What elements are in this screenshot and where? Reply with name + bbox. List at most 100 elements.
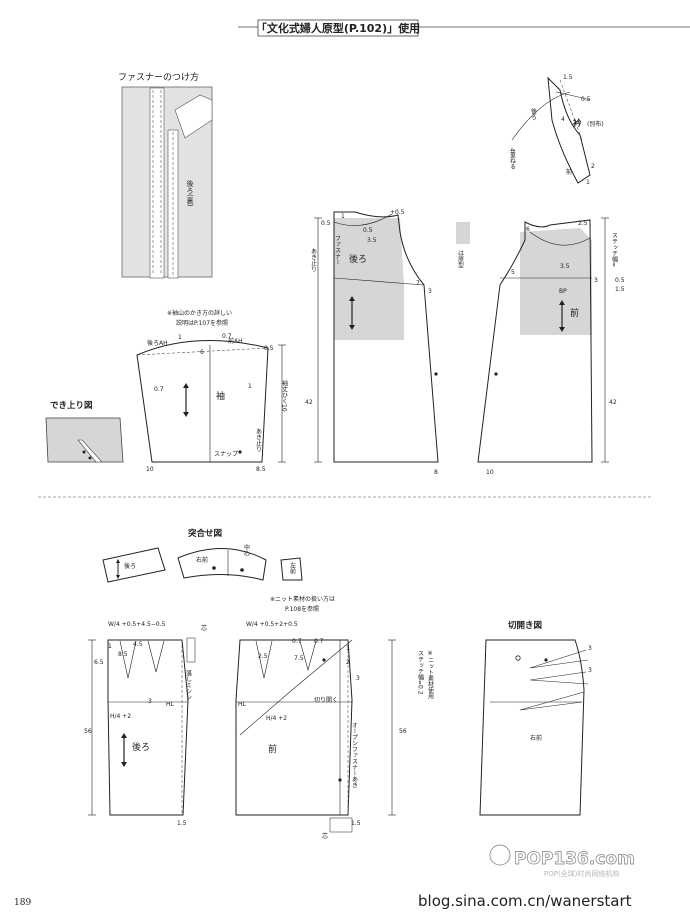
skirt-back-n1: 1 (108, 643, 112, 650)
bodice-back-delta: +0.5 (390, 209, 405, 216)
skirt-front-n1: 1 (346, 645, 350, 652)
bodice-front-n6: 6 (526, 226, 530, 233)
skirt-back-seam: 落しミシン (185, 669, 192, 700)
watermark-brand: POP136.com (514, 849, 635, 869)
bodice-front-bp: BP (559, 288, 567, 295)
bodice-back-n05b: 0.5 (363, 227, 373, 234)
skirt-back-n15: 1.5 (177, 820, 187, 827)
sleeve-pattern: ※袖山のかき方の詳しい 説明はP.107を参照 後ろAH 前AH 1 0.7 0… (136, 309, 288, 473)
sleeve-back-ah: 後ろAH (147, 339, 168, 347)
skirt-front-n56: 56 (399, 728, 407, 735)
header-title: 「文化式婦人原型(P.102)」使用 (256, 21, 420, 35)
collar-n2: 2 (591, 163, 595, 170)
bodice-back-n05: 0.5 (321, 220, 331, 227)
assembly-front-left: 左前 (289, 561, 296, 575)
skirt-back-waist: W/4 +0.5+4.5−0.5 (108, 621, 166, 628)
skirt-back-name: 後ろ (132, 741, 150, 753)
sleeve-n07: 0.7 (222, 333, 232, 340)
skirt-front-name: 前 (268, 743, 277, 755)
watermark: POP136.com POP(全球)时尚网络机构 (489, 844, 635, 878)
assembly-center: 中心 (243, 543, 250, 556)
cut-open-name: 右前 (530, 734, 542, 742)
bodice-back-zipper: ファスナー (334, 235, 341, 265)
skirt-front-n07: 0.7 (292, 638, 302, 645)
collar-name: 衿 (573, 118, 582, 129)
knit-note-2: P.108を参照 (285, 605, 319, 613)
bodice-front-name: 前 (570, 307, 579, 319)
sleeve-front-ah: 前AH (228, 337, 243, 345)
skirt-front-n75: 7.5 (294, 655, 304, 662)
skirt-back-hl: HL (166, 701, 175, 708)
assembly-title: 突合せ図 (188, 528, 222, 539)
stitch2-line2: ※ニット素材使用 (427, 650, 434, 700)
cut-open-title: 切開き図 (508, 620, 542, 631)
skirt-front-cut: 切り開く (314, 697, 338, 704)
footer-url: blog.sina.com.cn/wanerstart (418, 892, 632, 910)
sleeve-n10: 10 (146, 466, 154, 473)
skirt-back-hip: H/4 +2 (110, 713, 131, 720)
watermark-sub: POP(全球)时尚网络机构 (544, 869, 619, 878)
bodice-back-n35: 3.5 (367, 237, 377, 244)
skirt-back-n65: 6.5 (94, 659, 104, 666)
sleeve-slit: あき止り (255, 428, 262, 452)
bodice-front-n25: 2.5 (578, 220, 588, 227)
cut-open-n3b: 3 (588, 667, 592, 674)
bodice-back-n42: 42 (305, 399, 313, 406)
bodice-back-n8: 8 (434, 469, 438, 476)
sleeve-length: 袖丈ひく10 (281, 379, 288, 412)
sleeve-note-2: 説明はP.107を参照 (176, 319, 228, 327)
stitch-v2: 1.5 (615, 286, 625, 293)
stitch2-line1: ステッチ幅=0.2 (417, 650, 424, 695)
sleeve-n1: 1 (178, 334, 182, 341)
collar-back: 後ろ (530, 107, 537, 121)
sleeve-n85: 8.5 (256, 466, 266, 473)
collar-front: 前 (566, 168, 572, 176)
cut-open-view: 切開き図 右前 3 3 (479, 620, 592, 816)
zipper-detail: ファスナーのつけ方 後ろ(裏) (118, 71, 213, 279)
skirt-front-kata: 芯 (322, 832, 328, 840)
skirt-back: W/4 +0.5+4.5−0.5 H/4 +2 HL 落しミシン 後ろ 6.5 … (84, 621, 207, 827)
bodice-front-n3: 3 (594, 277, 598, 284)
zipper-title: ファスナーのつけ方 (118, 71, 199, 83)
bodice-back-n3: 3 (428, 288, 432, 295)
collar-n1: 1 (586, 179, 590, 186)
collar-fold: 4重ねる (509, 148, 516, 170)
assembly-front-right: 右前 (196, 556, 208, 564)
cut-open-n3: 3 (588, 645, 592, 652)
stitch-v1: 0.5 (615, 277, 625, 284)
sleeve-note-1: ※袖山のかき方の詳しい (167, 309, 232, 317)
bodice-front-n5: 5 (511, 269, 515, 276)
skirt-back-n56: 56 (84, 728, 92, 735)
collar-n15: 1.5 (563, 74, 573, 81)
skirt-back-n3: 3 (148, 698, 152, 705)
skirt-back-n85: 8.5 (118, 651, 128, 658)
collar-n4: 4 (561, 116, 565, 123)
legend: は原型 (456, 222, 470, 268)
skirt-front-n2: 2 (346, 659, 350, 666)
skirt-front-n15: 1.5 (351, 820, 361, 827)
skirt-front: W/4 +0.5+2+0.5 H/4 +2 HL 切り開く オープンファスナーあ… (235, 621, 407, 840)
bodice-back-n1: 1 (341, 213, 345, 220)
skirt-front-n25: 2.5 (258, 653, 268, 660)
legend-text: は原型 (457, 250, 464, 268)
stitch-label: ステッチ幅= (611, 232, 618, 267)
skirt-front-n07b: 0.7 (314, 638, 324, 645)
collar-fabric: (別布) (587, 120, 604, 128)
skirt-front-hip: H/4 +2 (266, 715, 287, 722)
sleeve-n6: 6 (200, 349, 204, 356)
skirt-front-n3: 3 (356, 675, 360, 682)
page-number: 189 (14, 898, 31, 908)
header: 「文化式婦人原型(P.102)」使用 (238, 19, 690, 37)
bodice-front-n35: 3.5 (560, 263, 570, 270)
bodice-back-stop: あき止り (310, 248, 317, 272)
bodice-front-n10: 10 (486, 469, 494, 476)
skirt-front-zip: オープンファスナーあき (351, 722, 358, 788)
assembly-back: 後ろ (124, 562, 136, 570)
assembly-view: 突合せ図 後ろ 右前 中心 左前 (102, 528, 303, 583)
zipper-back-label: 後ろ(裏) (186, 179, 194, 207)
bodice-back-name: 後ろ (349, 253, 367, 265)
sleeve-n05: 0.5 (264, 345, 274, 352)
knit-note-1: ※ニット素材の扱い方は (270, 595, 335, 603)
bodice-back-n7: 7 (416, 280, 420, 287)
